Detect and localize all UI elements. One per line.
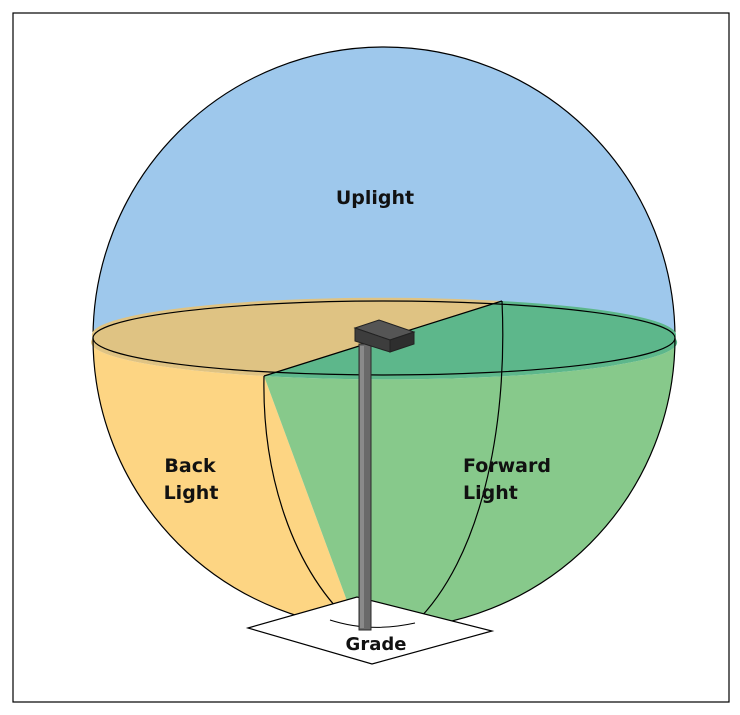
back-light-top-disc — [91, 297, 502, 376]
forward-light-label-line2: Light — [463, 482, 518, 504]
grade-label: Grade — [346, 634, 407, 655]
luminaire-side — [389, 331, 415, 353]
light-pole-highlight — [360, 346, 364, 628]
uplight-zone — [92, 46, 676, 339]
rear-meridian-arc — [414, 300, 504, 624]
back-light-label-line1: Back — [164, 455, 216, 477]
forward-light-label-line1: Forward — [463, 455, 551, 477]
back-light-zone — [91, 338, 357, 628]
uplight-label: Uplight — [336, 187, 414, 209]
back-light-label-line2: Light — [164, 482, 219, 504]
